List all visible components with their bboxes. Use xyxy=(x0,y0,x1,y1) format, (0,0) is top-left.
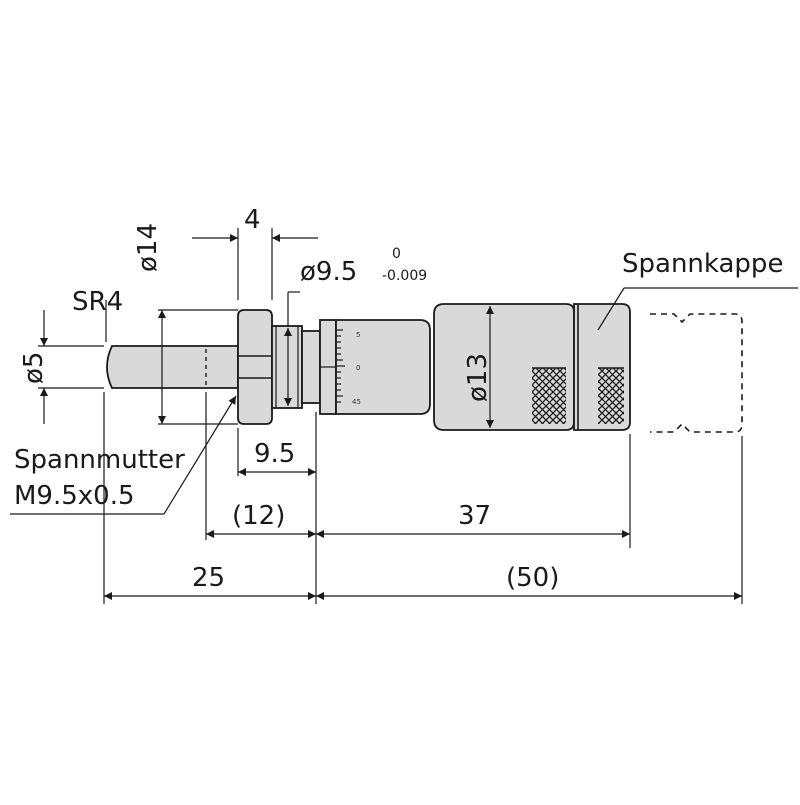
label-tolerance-lower: -0.009 xyxy=(382,268,427,284)
extension-lines xyxy=(38,228,743,604)
label-sr4: SR4 xyxy=(72,287,123,317)
label-dim-37: 37 xyxy=(458,501,491,531)
label-d14: ø14 xyxy=(133,223,163,272)
labels: SR4 ø5 ø14 ø9.5 0 -0.009 ø13 Spannkappe … xyxy=(14,205,783,593)
thimble-knurl xyxy=(532,368,566,424)
label-dim-9-5: 9.5 xyxy=(254,439,295,469)
scale-label-5: 5 xyxy=(356,331,360,339)
label-spannkappe: Spannkappe xyxy=(622,249,783,279)
ratchet-cap xyxy=(573,303,631,431)
cap-knurl xyxy=(598,368,624,424)
thimble xyxy=(433,303,575,431)
dimension-lines xyxy=(40,234,742,600)
label-d13: ø13 xyxy=(463,353,493,402)
label-thread: M9.5x0.5 xyxy=(14,481,135,511)
label-dim-4: 4 xyxy=(244,205,261,235)
stem xyxy=(271,325,303,409)
thimble-scale: 5 0 45 xyxy=(336,329,361,406)
sleeve: 5 0 45 xyxy=(301,319,431,415)
extended-position-outline xyxy=(650,313,743,433)
label-dim-12: (12) xyxy=(232,501,285,531)
scale-label-45: 45 xyxy=(352,398,361,406)
clamp-nut xyxy=(237,309,273,425)
label-dim-25: 25 xyxy=(192,563,225,593)
leader-lines xyxy=(10,287,798,515)
label-tolerance-upper: 0 xyxy=(392,246,401,262)
spindle xyxy=(106,345,239,389)
scale-label-0: 0 xyxy=(356,364,360,372)
label-spannmutter: Spannmutter xyxy=(14,445,185,475)
label-dim-50: (50) xyxy=(506,563,559,593)
label-d9-5: ø9.5 xyxy=(300,257,357,287)
label-d5: ø5 xyxy=(19,352,49,384)
